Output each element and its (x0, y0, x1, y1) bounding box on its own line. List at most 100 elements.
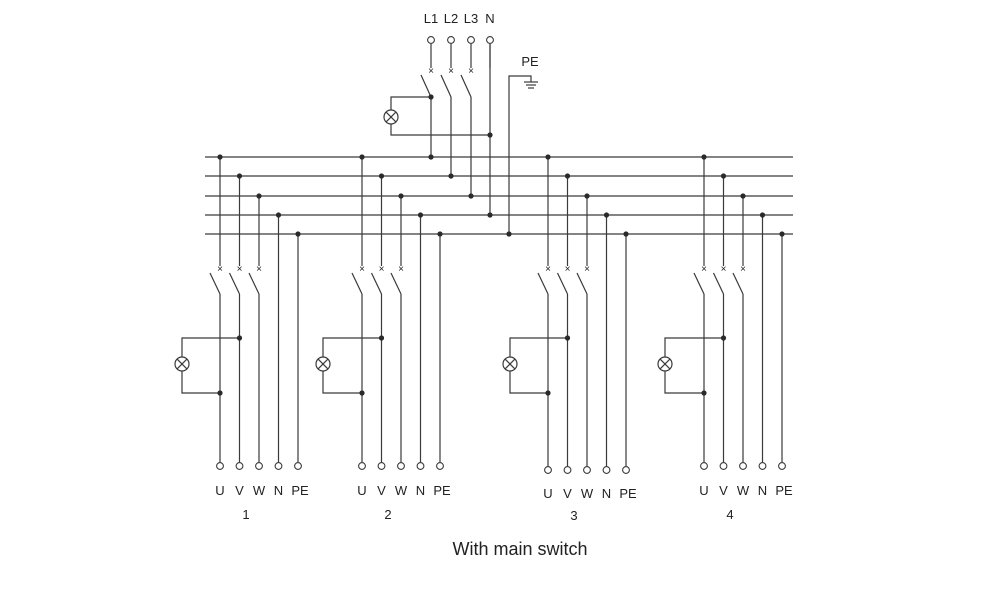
supply-label-l2: L2 (444, 11, 458, 26)
main-lamp-wire (390, 124, 490, 136)
main-switch-blade (460, 74, 472, 98)
indicator-lamp-icon (502, 356, 518, 372)
junction-dot (487, 132, 493, 138)
junction-dot (417, 212, 424, 218)
junction-dot (256, 193, 262, 199)
terminal-circle-icon (544, 466, 552, 474)
junction-dot (428, 154, 434, 160)
terminal-circle-icon (739, 462, 747, 470)
outlet-terminal-label: V (563, 486, 572, 501)
junction-dot (487, 212, 493, 218)
breaker-mark: × (237, 264, 243, 275)
terminal-circle-icon (700, 462, 708, 470)
outlet-terminal-label: U (543, 486, 552, 501)
supply-label-l1: L1 (424, 11, 438, 26)
terminal-circle-icon (778, 462, 786, 470)
supply-label-pe: PE (521, 54, 539, 69)
breaker-blade (556, 272, 569, 295)
outlet-terminal-label: N (602, 486, 611, 501)
terminal-circle-icon (719, 462, 728, 470)
breaker-blade (537, 272, 549, 295)
breaker-mark: × (701, 264, 707, 275)
terminal-circle-icon (274, 462, 283, 470)
junction-dot (359, 154, 365, 160)
outlet-number: 1 (242, 507, 249, 522)
breaker-blade (209, 272, 221, 295)
breaker-blade (732, 272, 744, 295)
terminals (216, 36, 786, 474)
outlet-terminal-label: U (699, 483, 708, 498)
outlet-terminal-label: N (416, 483, 425, 498)
breaker-mark: × (217, 264, 223, 275)
indicator-lamps (174, 109, 673, 372)
supply-label-n: N (485, 11, 494, 26)
terminal-circle-icon (216, 462, 224, 470)
outlet-terminal-label: PE (775, 483, 793, 498)
outlet-lamp-wire (509, 371, 548, 394)
junction-dot (701, 154, 707, 160)
breaker-mark: × (545, 264, 551, 275)
supply-label-l3: L3 (464, 11, 478, 26)
breaker-mark: × (256, 264, 262, 275)
terminal-circle-icon (255, 462, 263, 470)
terminal-circle-icon (758, 462, 767, 470)
terminal-circle-icon (467, 36, 475, 44)
main-switch-blade (420, 74, 432, 98)
outlet-terminal-label: V (719, 483, 728, 498)
breaker-mark: × (740, 264, 746, 275)
breaker-mark: × (565, 264, 571, 275)
junction-dot (217, 154, 223, 160)
outlet-lamp-wire (664, 371, 704, 394)
breaker-marks: ××××××××××××××× (217, 66, 746, 275)
outlet-terminal-label: PE (619, 486, 637, 501)
junction-dot (359, 390, 365, 396)
terminal-circle-icon (294, 462, 302, 470)
junction-dot (398, 193, 404, 199)
terminal-circle-icon (397, 462, 405, 470)
outlet-terminal-label: U (215, 483, 224, 498)
junction-dot (295, 231, 301, 237)
junction-dot (236, 335, 243, 341)
junction-dot (603, 212, 610, 218)
breaker-mark: × (398, 264, 404, 275)
outlet-terminal-label: PE (433, 483, 451, 498)
terminal-circle-icon (436, 462, 444, 470)
outlet-terminal-label: W (581, 486, 594, 501)
terminal-circle-icon (447, 36, 455, 44)
breaker-mark: × (721, 264, 727, 275)
junction-dot (740, 193, 746, 199)
breaker-blade (390, 272, 402, 295)
terminal-circle-icon (602, 466, 611, 474)
junction-dot (275, 212, 282, 218)
terminal-circle-icon (563, 466, 572, 474)
outlet-terminal-label: V (235, 483, 244, 498)
junction-dot (584, 193, 590, 199)
outlet-number: 4 (726, 507, 733, 522)
outlet-terminal-label: W (395, 483, 408, 498)
breaker-blade (693, 272, 705, 295)
outlet-terminal-label: PE (291, 483, 309, 498)
junction-dot (468, 193, 474, 199)
junction-dot (623, 231, 629, 237)
junction-dot (564, 335, 571, 341)
breaker-blade (712, 272, 725, 295)
junction-dot (506, 231, 512, 237)
terminal-circle-icon (427, 36, 435, 44)
terminal-circle-icon (622, 466, 630, 474)
terminal-circle-icon (486, 36, 494, 44)
breaker-blade (351, 272, 363, 295)
breaker-blade (248, 272, 260, 295)
main-switch-blade (440, 74, 452, 98)
junction-dot (545, 390, 551, 396)
breaker-mark: × (428, 66, 434, 77)
outlet-terminal-label: V (377, 483, 386, 498)
junction-dot (759, 212, 766, 218)
breaker-mark: × (359, 264, 365, 275)
breaker-blade (576, 272, 588, 295)
outlet-terminal-label: W (253, 483, 266, 498)
junction-dot (701, 390, 707, 396)
junction-dot (217, 390, 223, 396)
